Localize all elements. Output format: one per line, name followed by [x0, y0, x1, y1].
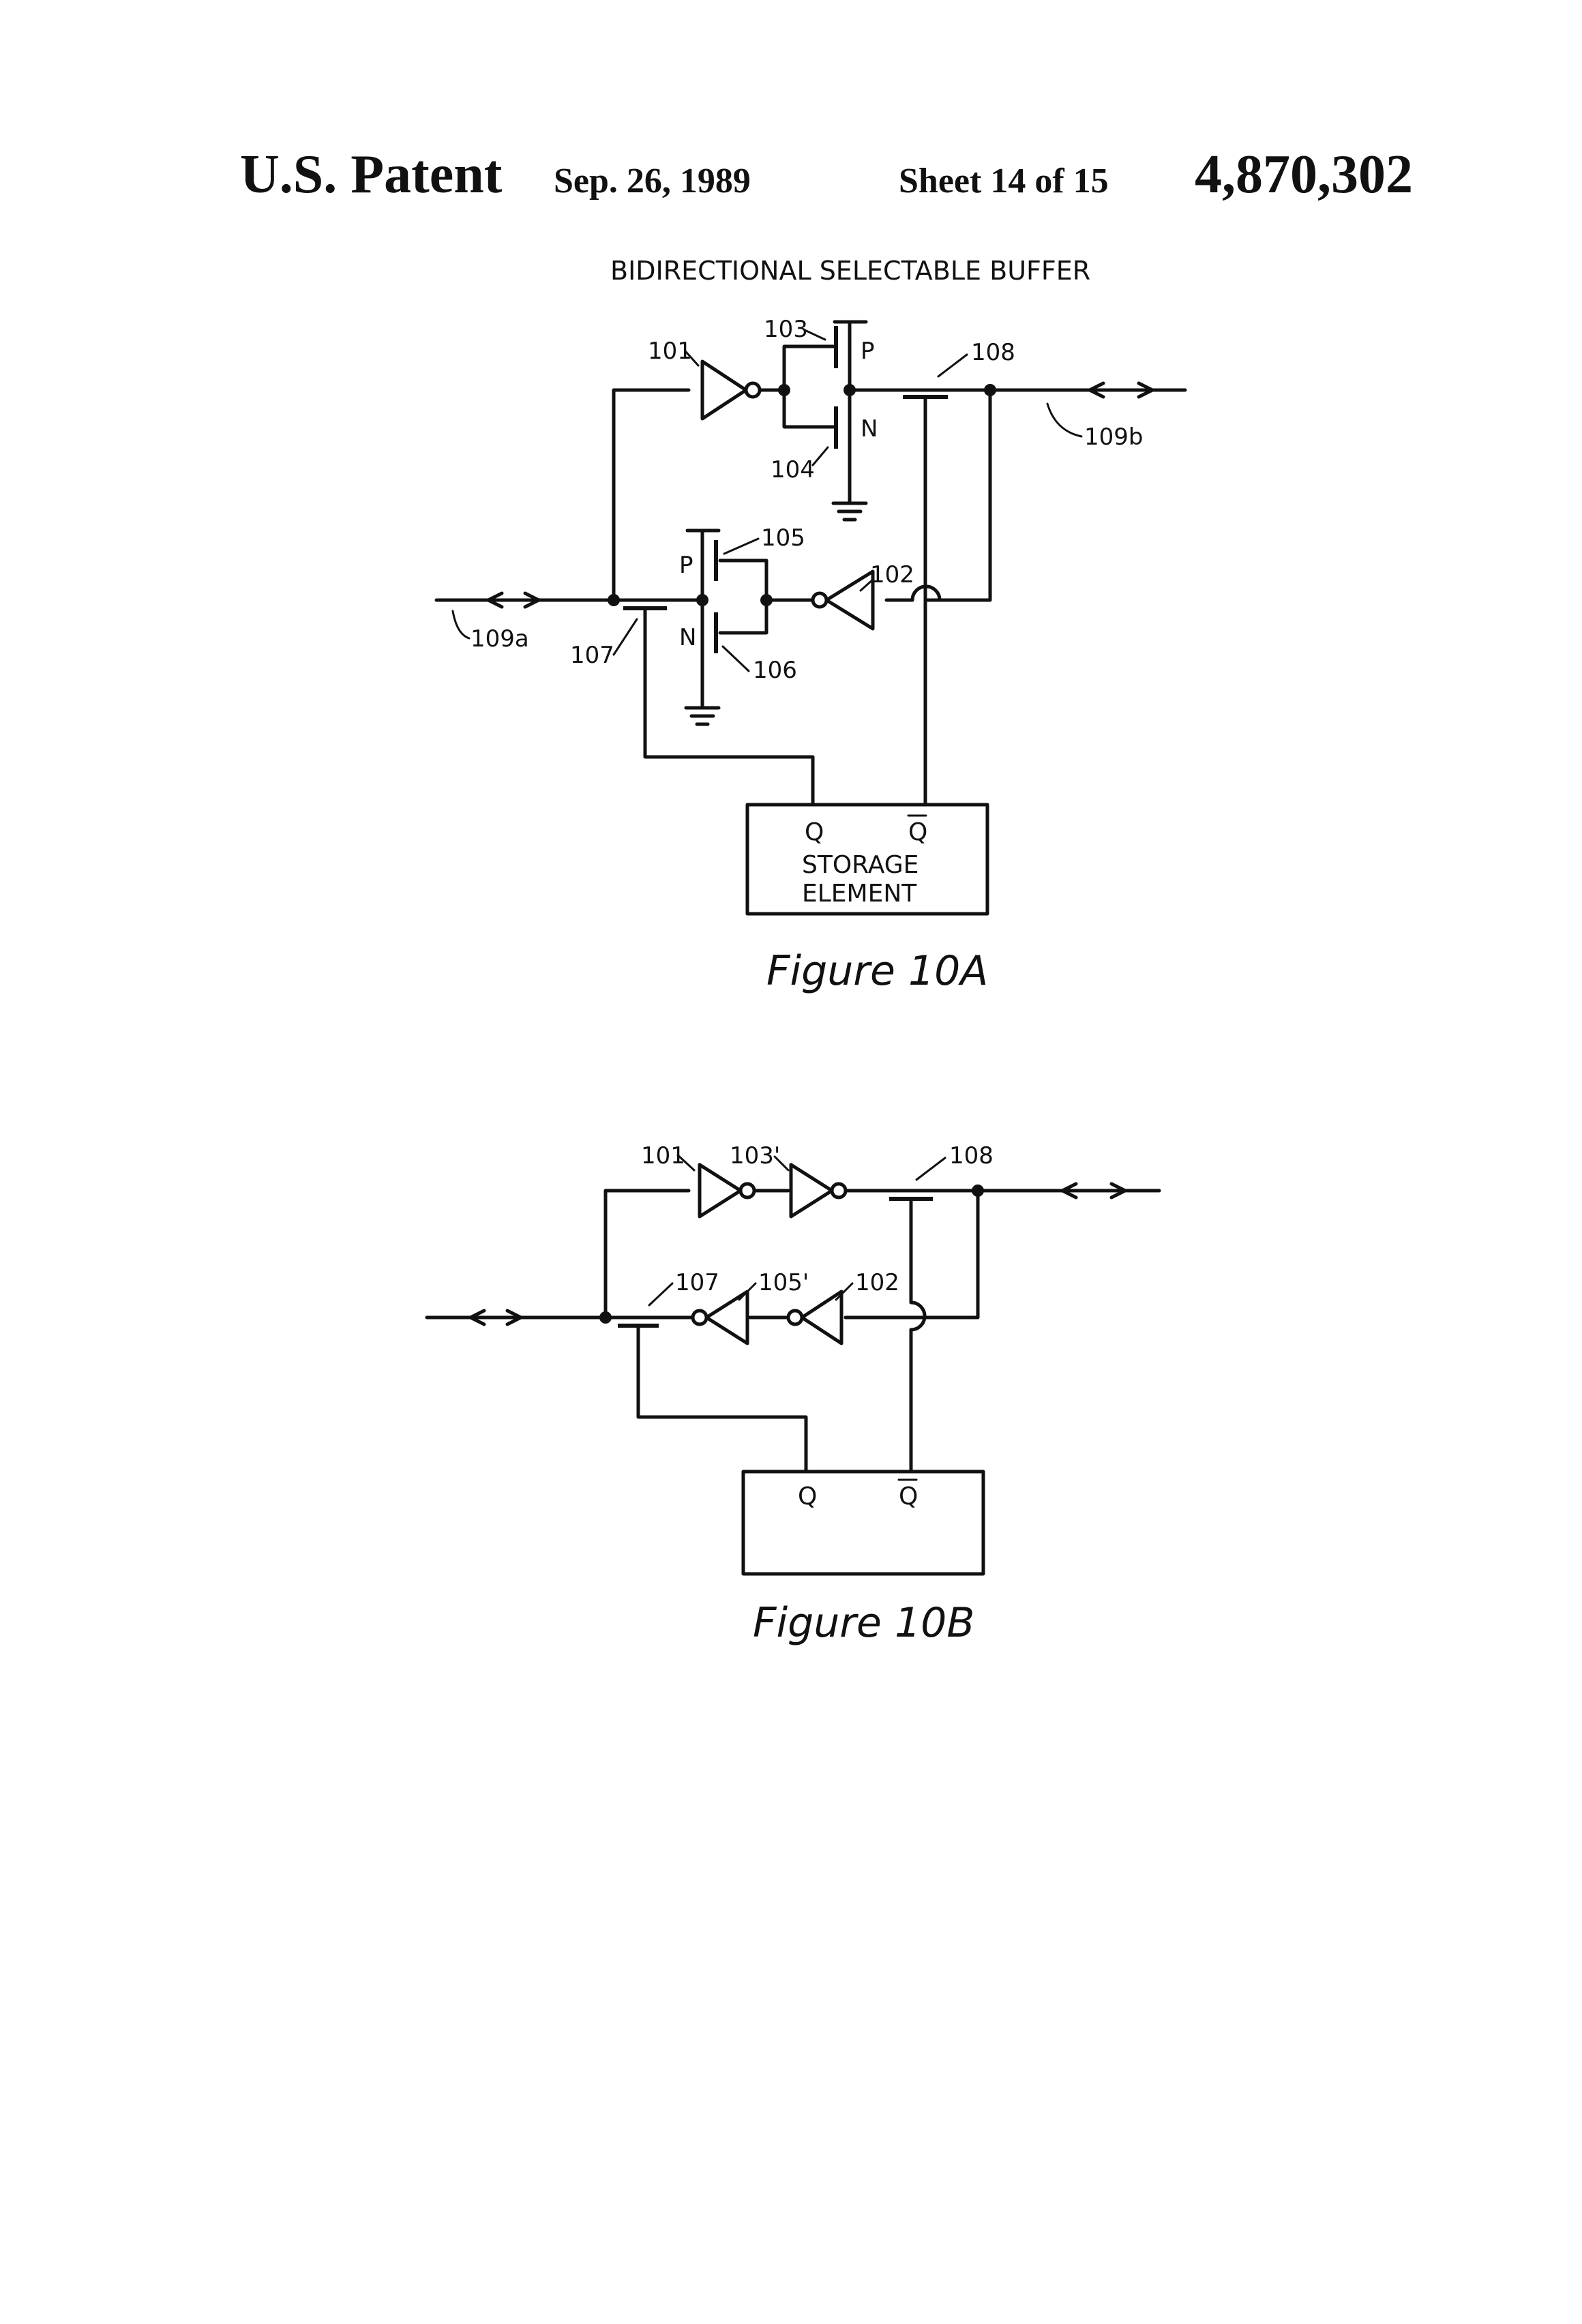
storage-a-q: Q [805, 818, 824, 846]
label-n-top: N [861, 415, 878, 443]
b-inverter-102 [786, 1290, 844, 1345]
arrow-109b [1088, 381, 1154, 399]
ground-top [831, 489, 868, 522]
wire-gate-b-top [718, 558, 768, 602]
b-label-103p: 103' [730, 1142, 780, 1170]
b-wire-right-vertical [844, 1189, 980, 1320]
header: U.S. Patent Sep. 26, 1989 Sheet 14 of 15… [240, 145, 1413, 205]
figure-10a-title: BIDIRECTIONAL SELECTABLE BUFFER [610, 256, 1090, 286]
b-label-108: 108 [949, 1142, 994, 1170]
label-108: 108 [971, 339, 1015, 366]
b-inverter-101 [698, 1163, 756, 1219]
storage-a-line2: ELEMENT [802, 880, 917, 908]
arrow-109a [486, 591, 541, 609]
storage-a-qbar: Q [908, 818, 927, 846]
b-wire-107-gate-down [636, 1324, 808, 1474]
wire-left-vertical [612, 388, 691, 602]
storage-a-line1: STORAGE [802, 851, 919, 879]
inverter-102 [811, 569, 875, 631]
label-106: 106 [753, 657, 797, 684]
figure-10a-caption: Figure 10A [766, 947, 988, 995]
wire-hop-arc [910, 584, 942, 602]
b-inverter-103p [789, 1163, 848, 1219]
label-109a: 109a [471, 625, 529, 653]
label-107: 107 [570, 642, 614, 669]
header-patent-number: 4,870,302 [1195, 145, 1413, 205]
wire-gate-b-bottom [718, 598, 768, 635]
figure-10b-caption: Figure 10B [753, 1599, 974, 1647]
b-label-105p: 105' [758, 1269, 809, 1296]
label-n-bottom: N [679, 624, 696, 651]
header-date: Sep. 26, 1989 [554, 162, 751, 200]
b-label-107: 107 [675, 1269, 719, 1296]
label-105: 105 [761, 524, 805, 552]
label-101: 101 [648, 338, 692, 365]
wire-gate-branch-top [782, 344, 835, 392]
ground-bottom [684, 698, 721, 726]
header-left: U.S. Patent [240, 145, 503, 205]
label-103: 103 [764, 316, 808, 343]
b-label-102: 102 [855, 1269, 899, 1296]
label-102: 102 [870, 561, 914, 589]
storage-b-q: Q [798, 1483, 817, 1510]
storage-b-qbar: Q [899, 1483, 918, 1510]
storage-element-b [741, 1470, 985, 1576]
header-sheet: Sheet 14 of 15 [899, 162, 1109, 200]
b-node-left [599, 1311, 612, 1324]
label-104: 104 [771, 456, 815, 483]
b-wire-left-vertical [603, 1189, 691, 1320]
b-arrow-right [1060, 1182, 1127, 1200]
label-109b: 109b [1084, 423, 1143, 451]
label-p-top: P [861, 338, 875, 365]
wire-107-gate-down [643, 606, 815, 807]
figure-10b: Q Q 101 103' 108 107 105' 102 Figure 10B [425, 1142, 1161, 1647]
wire-gate-branch-bottom [782, 388, 835, 429]
label-p-bottom: P [679, 552, 693, 579]
figure-10a: BIDIRECTIONAL SELECTABLE BUFFER [434, 256, 1187, 995]
node-left [608, 594, 620, 606]
wire-right-vertical [950, 388, 992, 602]
storage-element-a [745, 803, 989, 916]
inverter-101 [700, 359, 762, 421]
b-arrow-left [468, 1309, 523, 1326]
